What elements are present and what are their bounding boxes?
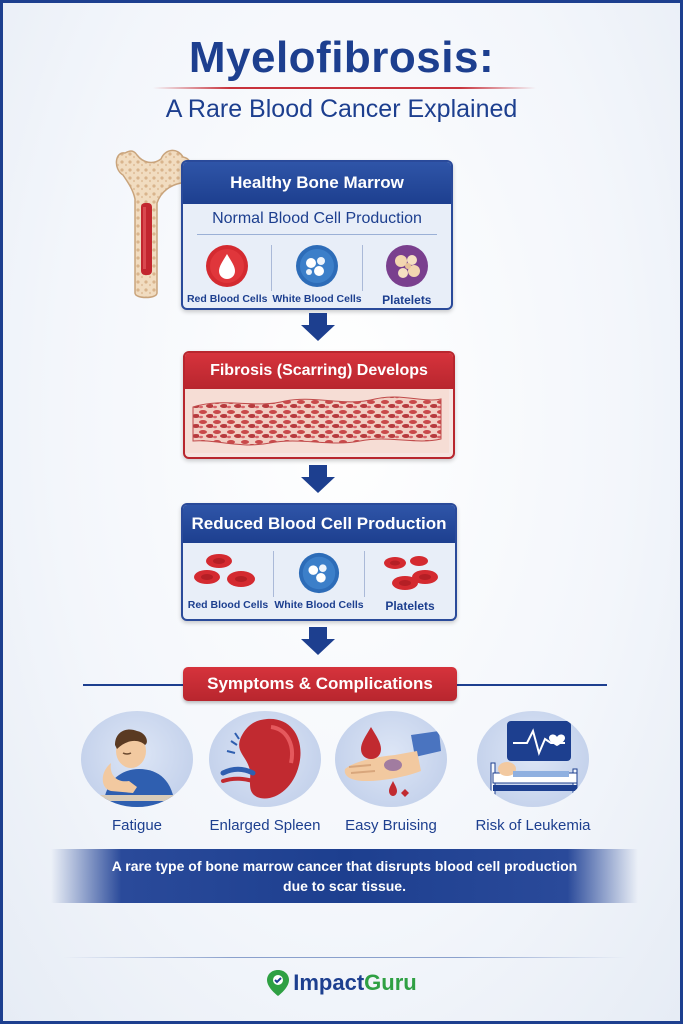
brand-name-part2: Guru: [364, 970, 417, 995]
healthy-platelets-label: Platelets: [382, 293, 432, 307]
tired-person-icon: [99, 729, 181, 807]
reduced-white-cell: White Blood Cells: [274, 551, 364, 611]
brand-name-part1: Impact: [293, 970, 365, 995]
platelet-icon: [385, 245, 428, 287]
white-blood-cell-icon: [298, 552, 340, 594]
bruised-hand-icon: [344, 727, 441, 797]
symptom-fatigue: Fatigue: [72, 711, 202, 834]
reduced-red-cells: Red Blood Cells: [183, 551, 273, 611]
summary-note-line1: A rare type of bone marrow cancer that d…: [111, 858, 578, 874]
reduced-production-panel: Reduced Blood Cell Production Red Blood …: [181, 503, 457, 621]
symptom-easy-bruising-label: Easy Bruising: [345, 817, 437, 834]
reduced-platelets-label: Platelets: [385, 599, 435, 613]
healthy-platelets: Platelets: [363, 243, 451, 307]
scar-tissue-icon: [185, 389, 449, 453]
reduced-white-cell-label: White Blood Cells: [274, 599, 364, 611]
platelets-icon: [384, 556, 438, 590]
healthy-red-cell: Red Blood Cells: [183, 243, 271, 305]
healthy-red-cell-label: Red Blood Cells: [186, 293, 268, 305]
red-blood-cells-icon: [194, 554, 255, 587]
red-blood-cell-icon: [206, 245, 249, 287]
map-pin-logo-icon: [267, 970, 290, 996]
summary-note-line2: due to scar tissue.: [283, 878, 406, 894]
page-title: Myelofibrosis:: [188, 33, 495, 82]
reduced-platelets: Platelets: [365, 551, 455, 613]
symptom-risk-of-leukemia: Risk of Leukemia: [468, 711, 598, 834]
banner-rule-left: [83, 684, 183, 686]
hospital-bed-icon: [490, 721, 578, 800]
page-subtitle: A Rare Blood Cancer Explained: [165, 95, 518, 123]
reduced-production-header: Reduced Blood Cell Production: [183, 505, 455, 543]
divider: [361, 245, 363, 291]
healthy-white-cell-label: White Blood Cells: [272, 293, 362, 305]
summary-note: A rare type of bone marrow cancer that d…: [51, 849, 638, 903]
healthy-white-cell: White Blood Cells: [272, 243, 362, 305]
divider: [273, 551, 274, 597]
symptom-enlarged-spleen-label: Enlarged Spleen: [209, 817, 321, 834]
healthy-marrow-subheader: Normal Blood Cell Production: [212, 210, 422, 227]
title-underline: [153, 87, 536, 89]
spleen-icon: [220, 718, 301, 799]
divider: [271, 245, 273, 291]
healthy-marrow-header: Healthy Bone Marrow: [183, 162, 451, 204]
symptom-risk-of-leukemia-label: Risk of Leukemia: [475, 817, 591, 834]
white-blood-cell-icon: [296, 245, 338, 287]
bone-icon: [115, 149, 193, 299]
symptom-easy-bruising: Easy Bruising: [326, 711, 456, 834]
divider: [197, 234, 437, 235]
reduced-red-cells-label: Red Blood Cells: [187, 599, 269, 611]
fibrosis-header: Fibrosis (Scarring) Develops: [185, 353, 453, 389]
symptom-fatigue-label: Fatigue: [111, 817, 163, 834]
healthy-marrow-panel: Healthy Bone Marrow Normal Blood Cell Pr…: [181, 160, 453, 310]
divider: [364, 551, 365, 597]
symptom-enlarged-spleen: Enlarged Spleen: [200, 711, 330, 834]
banner-rule-right: [457, 684, 607, 686]
footer-divider: [63, 957, 626, 958]
symptoms-header: Symptoms & Complications: [183, 667, 457, 701]
fibrosis-panel: Fibrosis (Scarring) Develops: [183, 351, 455, 459]
